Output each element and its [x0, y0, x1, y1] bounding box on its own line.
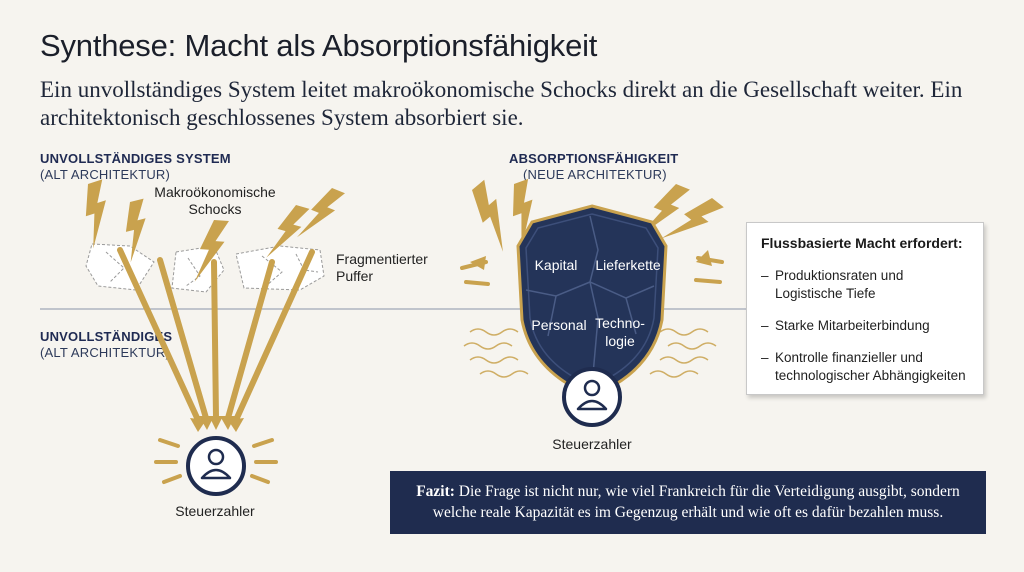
conclusion-box: Fazit: Die Frage ist nicht nur, wie viel…	[390, 471, 986, 534]
fragmented-buffer	[85, 243, 325, 293]
left-subheading-top: (ALT ARCHITEKTUR)	[40, 167, 171, 182]
shield-label-technologie: Techno-logie	[595, 315, 645, 349]
right-person-icon	[562, 367, 622, 427]
page-title: Synthese: Macht als Absorptionsfähigkeit	[40, 28, 598, 63]
shocks-label: Makroökonomische Schocks	[154, 184, 276, 217]
page-subtitle: Ein unvollständiges System leitet makroö…	[40, 77, 963, 130]
list-item: –Starke Mitarbeiterbindung	[761, 318, 930, 333]
absorption-waves	[463, 328, 717, 378]
conclusion-label: Fazit:	[416, 483, 459, 500]
lightning-bolt-icon	[73, 179, 122, 249]
shock-arrows	[117, 247, 315, 423]
shield-label-kapital: Kapital	[534, 257, 578, 273]
right-heading: ABSORPTIONSFÄHIGKEIT	[509, 151, 679, 166]
lightning-bolt-icon	[296, 182, 345, 248]
left-heading-bottom: UNVOLLSTÄNDIGES	[40, 329, 173, 344]
left-heading-top: UNVOLLSTÄNDIGES SYSTEM	[40, 151, 231, 166]
shield-label-personal: Personal	[531, 317, 587, 333]
left-person-label: Steuerzahler	[175, 503, 255, 519]
impact-rays	[154, 438, 278, 484]
requirements-box: Flussbasierte Macht erfordert: –Produkti…	[746, 222, 984, 395]
left-person-icon	[186, 436, 246, 496]
list-item: –Produktionsraten und Logistische Tiefe	[761, 268, 904, 301]
left-subheading-bottom: (ALT ARCHITEKTUR)	[40, 345, 171, 360]
buffer-label: Fragmentierter Puffer	[336, 251, 428, 284]
right-subheading: (NEUE ARCHITEKTUR)	[523, 167, 667, 182]
shield-label-lieferkette: Lieferkette	[595, 257, 661, 273]
right-person-label: Steuerzahler	[552, 436, 632, 452]
requirements-title: Flussbasierte Macht erfordert:	[761, 235, 963, 251]
conclusion-text: Die Frage ist nicht nur, wie viel Frankr…	[432, 483, 960, 521]
list-item: –Kontrolle finanzieller und technologisc…	[761, 350, 966, 383]
